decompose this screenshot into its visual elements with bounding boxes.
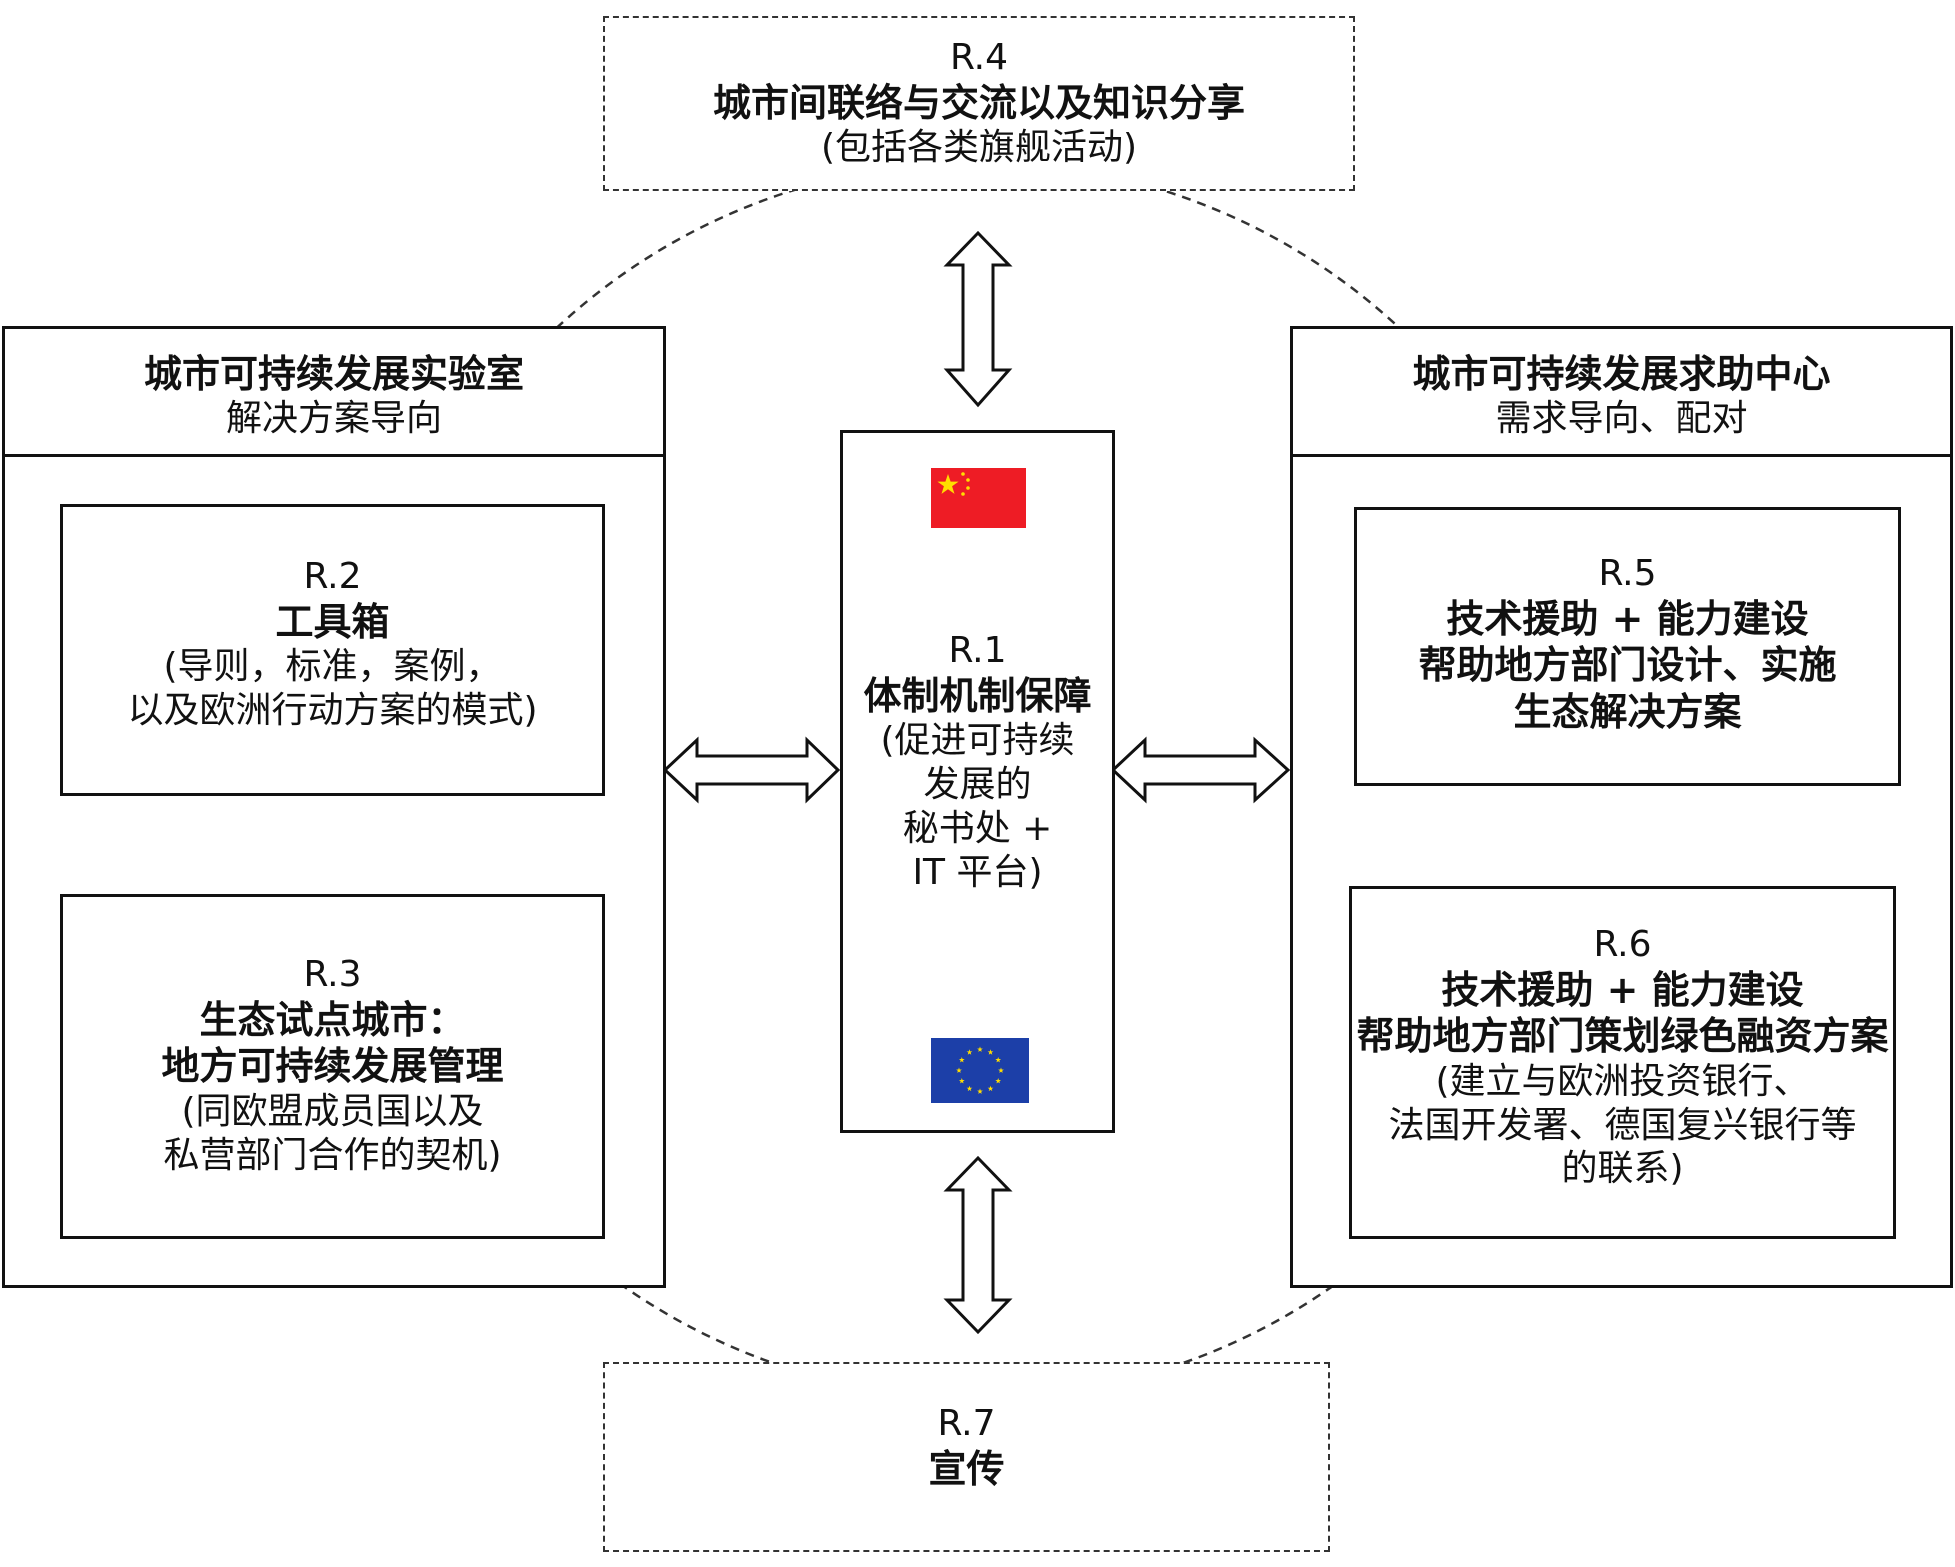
r2-code: R.2 (303, 556, 362, 597)
r1-note-line-4: IT 平台) (912, 851, 1043, 893)
help-subtitle: 需求导向、配对 (1495, 398, 1748, 440)
r5-box: R.5 技术援助 + 能力建设 帮助地方部门设计、实施 生态解决方案 (1354, 507, 1901, 786)
r3-note-line-2: 私营部门合作的契机) (163, 1134, 502, 1176)
r6-note-line-3: 的联系) (1561, 1148, 1684, 1190)
lab-title: 城市可持续发展实验室 (143, 352, 524, 396)
eu-star-icon (977, 1046, 983, 1052)
r6-title-line-1: 技术援助 + 能力建设 (1441, 967, 1804, 1012)
eu-flag-icon (931, 1038, 1029, 1103)
r1-note-line-2: 发展的 (923, 764, 1032, 806)
r4-box: R.4 城市间联络与交流以及知识分享 (包括各类旗舰活动) (603, 16, 1355, 191)
double-arrow-top (943, 230, 1013, 408)
eu-star-icon (987, 1085, 994, 1092)
r7-title: 宣传 (928, 1446, 1005, 1491)
r7-box: R.7 宣传 (603, 1362, 1330, 1552)
r3-code: R.3 (303, 954, 362, 995)
lab-subtitle: 解决方案导向 (225, 398, 442, 440)
r1-note-line-1: (促进可持续 (880, 720, 1075, 762)
r3-title-line-1: 生态试点城市： (199, 997, 466, 1042)
eu-star-icon (995, 1057, 1002, 1063)
r5-title-line-3: 生态解决方案 (1513, 689, 1742, 734)
r6-code: R.6 (1593, 924, 1652, 965)
r6-box: R.6 技术援助 + 能力建设 帮助地方部门策划绿色融资方案 (建立与欧洲投资银… (1349, 886, 1896, 1239)
help-header: 城市可持续发展求助中心 需求导向、配对 (1293, 329, 1950, 457)
eu-star-icon (958, 1078, 965, 1084)
r6-note-line-2: 法国开发署、德国复兴银行等 (1388, 1104, 1857, 1146)
eu-star-icon (956, 1067, 962, 1073)
r2-note-line-2: 以及欧洲行动方案的模式) (127, 690, 538, 732)
r3-note-line-1: (同欧盟成员国以及 (181, 1090, 484, 1132)
lab-header: 城市可持续发展实验室 解决方案导向 (5, 329, 663, 457)
double-arrow-right (1110, 736, 1291, 804)
r5-code: R.5 (1598, 553, 1657, 594)
r1-code: R.1 (948, 630, 1007, 671)
eu-star-icon (977, 1088, 983, 1094)
eu-star-icon (987, 1049, 994, 1055)
r2-note-line-1: (导则，标准，案例， (163, 646, 502, 688)
r5-title-line-1: 技术援助 + 能力建设 (1446, 596, 1809, 641)
eu-star-icon (998, 1067, 1004, 1073)
r1-title: 体制机制保障 (863, 673, 1092, 718)
r1-note-line-3: 秘书处 + (902, 808, 1053, 850)
double-arrow-left (662, 736, 841, 804)
eu-star-icon (966, 1049, 973, 1055)
china-flag-icon (931, 468, 1026, 528)
eu-star-icon (995, 1078, 1002, 1084)
r4-code: R.4 (949, 37, 1009, 78)
double-arrow-bottom (943, 1155, 1013, 1335)
r3-title-line-2: 地方可持续发展管理 (161, 1044, 504, 1089)
r5-title-line-2: 帮助地方部门设计、实施 (1418, 643, 1837, 688)
r7-code: R.7 (937, 1403, 996, 1444)
r4-title: 城市间联络与交流以及知识分享 (712, 80, 1245, 125)
r3-box: R.3 生态试点城市： 地方可持续发展管理 (同欧盟成员国以及 私营部门合作的契… (60, 894, 605, 1239)
help-title: 城市可持续发展求助中心 (1412, 352, 1831, 396)
r6-note-line-1: (建立与欧洲投资银行、 (1435, 1060, 1810, 1102)
r2-box: R.2 工具箱 (导则，标准，案例， 以及欧洲行动方案的模式) (60, 504, 605, 796)
eu-star-icon (966, 1085, 973, 1092)
r6-title-line-2: 帮助地方部门策划绿色融资方案 (1356, 1014, 1889, 1059)
r4-note: (包括各类旗舰活动) (820, 127, 1138, 169)
eu-star-icon (958, 1057, 965, 1063)
r1-box: R.1 体制机制保障 (促进可持续 发展的 秘书处 + IT 平台) (840, 430, 1115, 1133)
r2-title: 工具箱 (275, 599, 390, 644)
